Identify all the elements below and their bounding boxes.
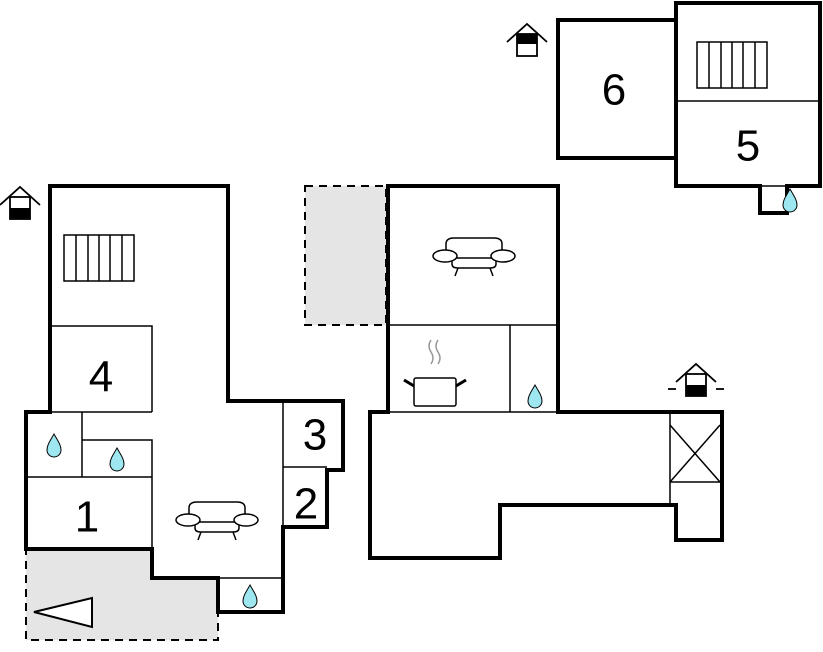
stairs-icon bbox=[696, 41, 768, 89]
left-building-walls bbox=[26, 325, 327, 579]
terrace-middle bbox=[304, 185, 387, 326]
left-building bbox=[24, 184, 345, 614]
room-1-label: 1 bbox=[75, 493, 99, 542]
top-right-building bbox=[674, 1, 822, 215]
house-entrance-icon bbox=[506, 23, 548, 57]
house-entrance-icon bbox=[668, 363, 724, 397]
room-3-label: 3 bbox=[303, 411, 327, 460]
room-4-label: 4 bbox=[89, 353, 113, 402]
room-2-label: 2 bbox=[294, 480, 318, 529]
top-right-walls bbox=[676, 100, 820, 187]
middle-building bbox=[368, 184, 724, 560]
stairs-icon bbox=[63, 234, 135, 282]
cooking-pot-icon bbox=[403, 339, 467, 407]
middle-building-walls bbox=[388, 324, 722, 505]
triangle-arrow-icon bbox=[33, 596, 93, 629]
house-entrance-icon bbox=[0, 186, 41, 220]
room-5-label: 5 bbox=[736, 122, 760, 171]
room-6-label: 6 bbox=[602, 66, 626, 115]
